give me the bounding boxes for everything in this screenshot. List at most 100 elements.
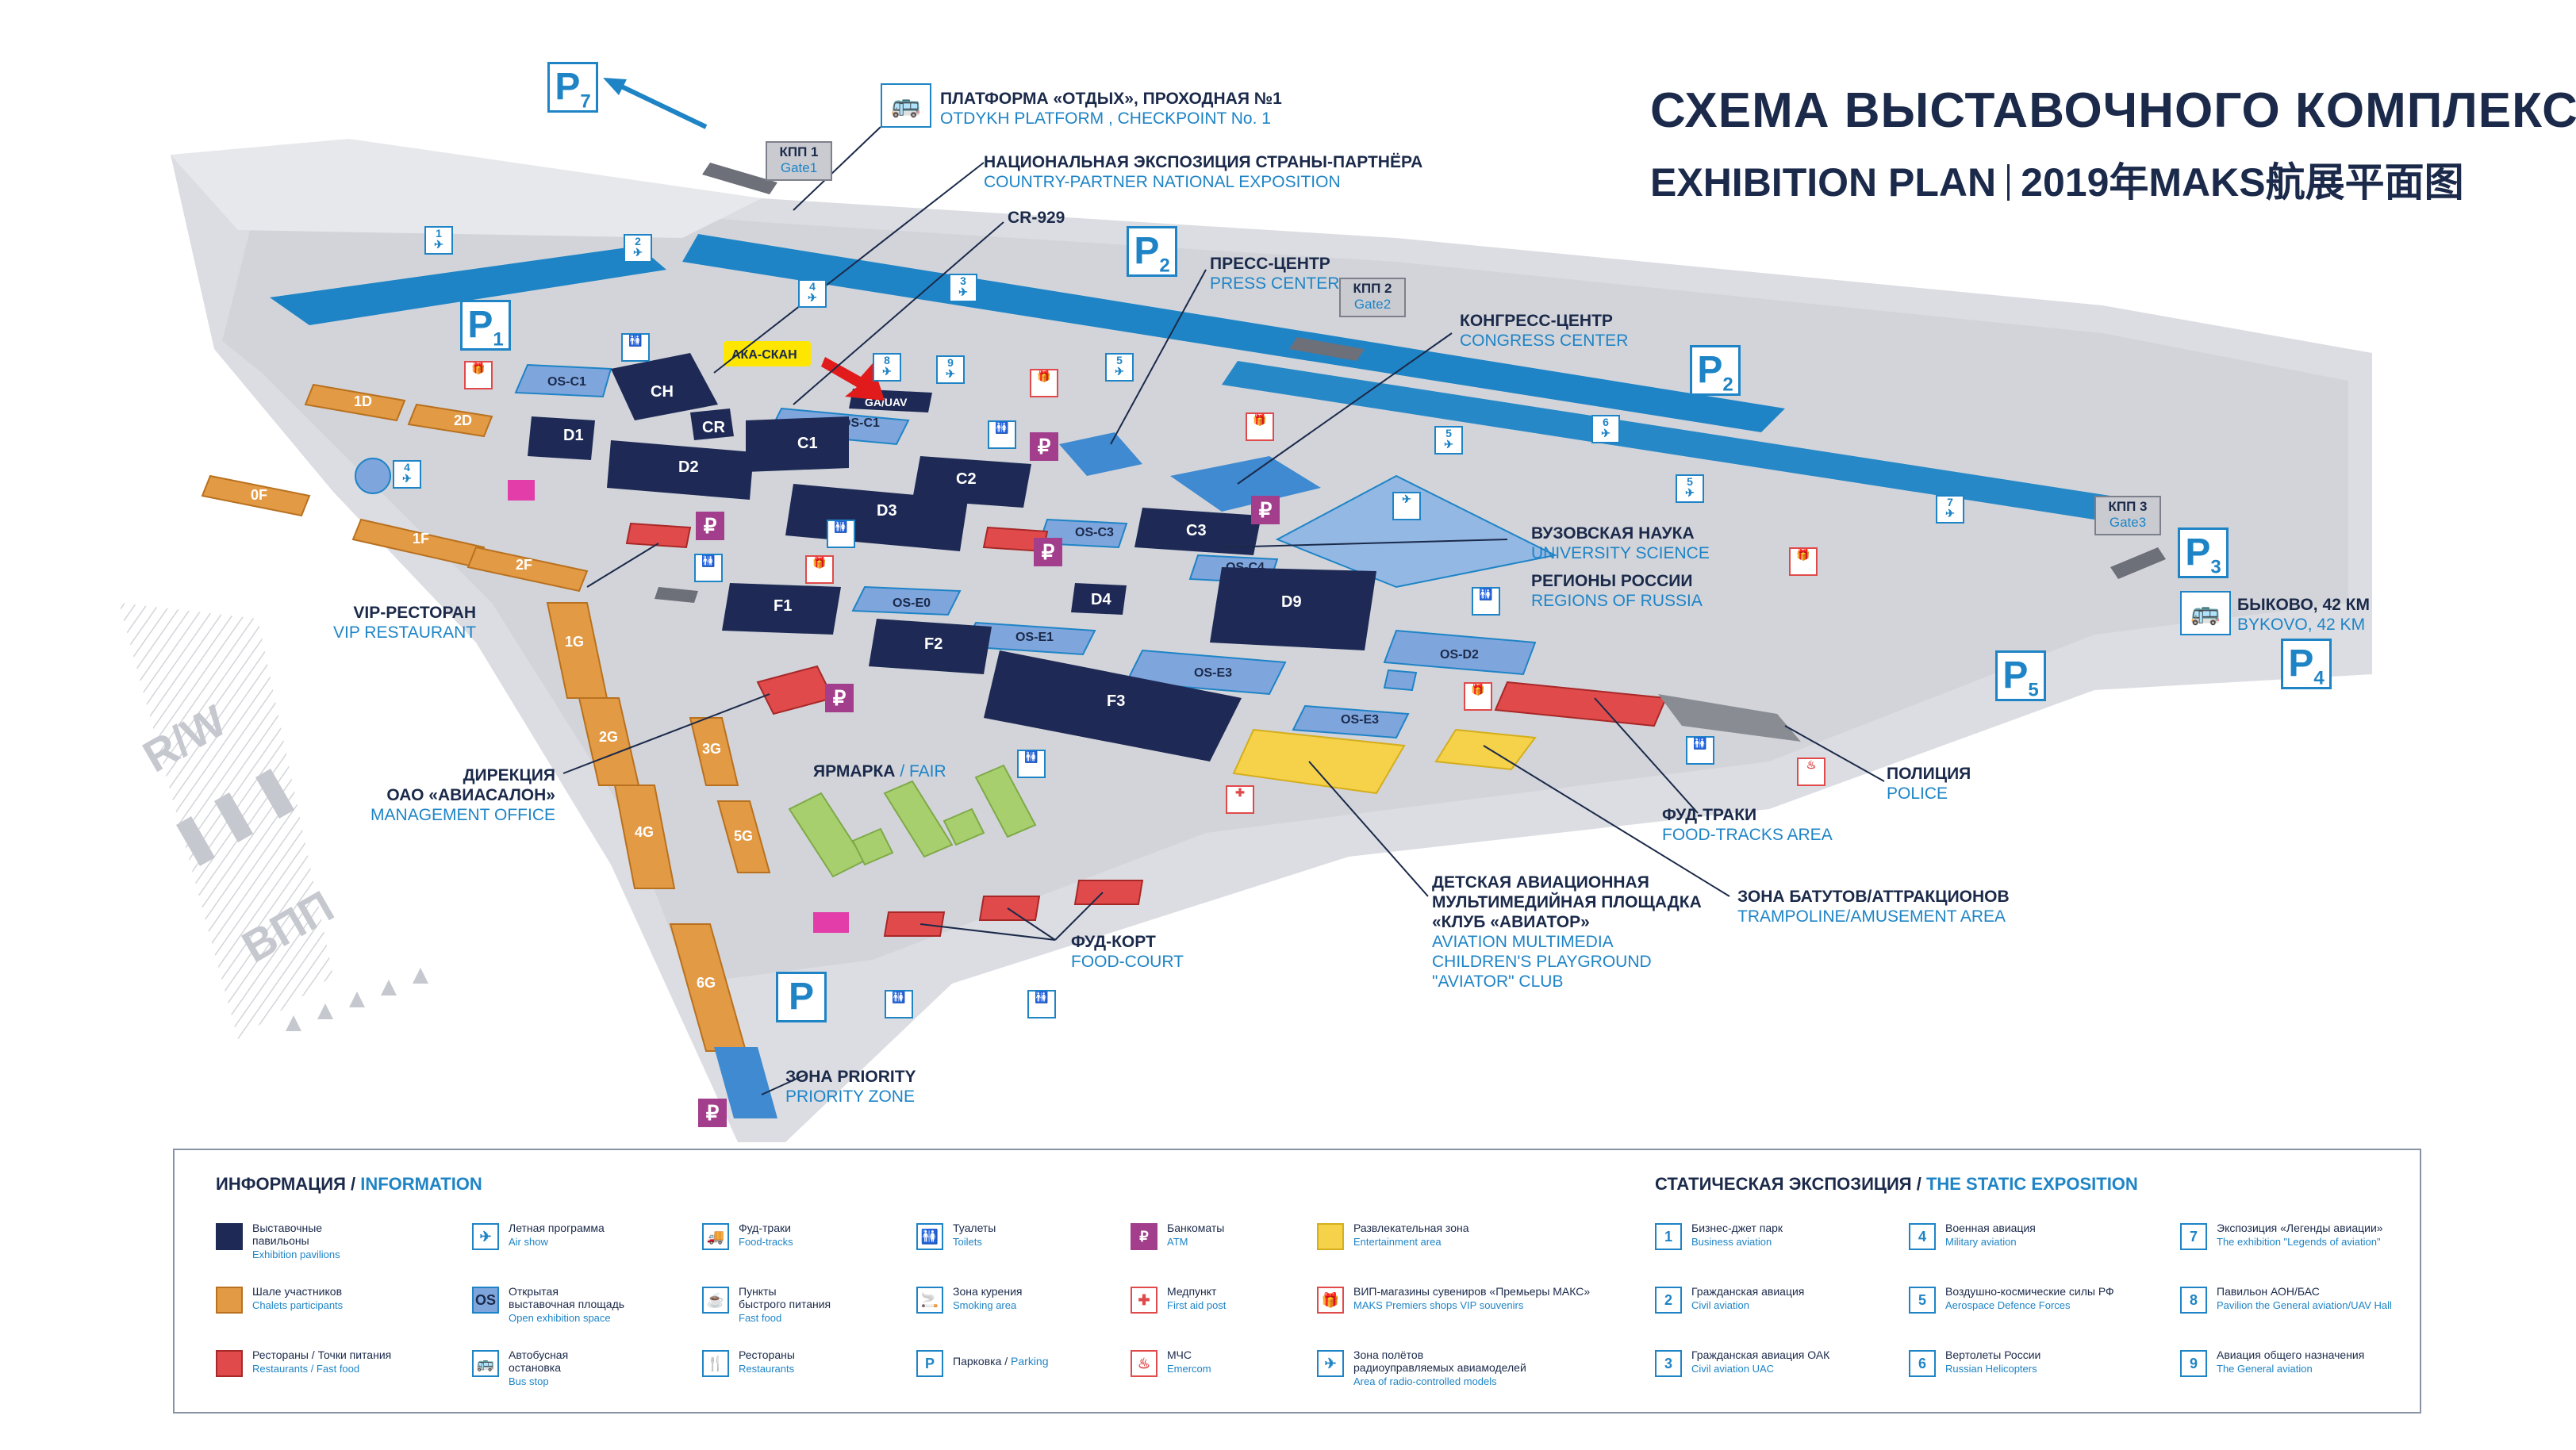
atm-marker-4[interactable]: ₽ xyxy=(825,684,854,712)
static-marker-5c[interactable]: 5✈ xyxy=(1676,474,1704,503)
static-7-icon: 7 xyxy=(2180,1223,2207,1250)
svg-text:OS-E1: OS-E1 xyxy=(1015,631,1054,644)
rc-model-icon: ✈ xyxy=(1317,1350,1344,1377)
first-aid-icon: ✚ xyxy=(1131,1287,1157,1314)
static-marker-9[interactable]: 9✈ xyxy=(936,355,965,384)
parking-p3[interactable]: P3 xyxy=(2178,527,2229,578)
svg-text:CH: CH xyxy=(651,383,674,401)
gift-icon[interactable]: 🎁 xyxy=(464,361,493,389)
runway-arrows xyxy=(286,968,428,1031)
atm-marker-1[interactable]: ₽ xyxy=(1030,432,1058,461)
atm-marker-3[interactable]: ₽ xyxy=(696,512,724,540)
toilet-marker[interactable]: 🚻 xyxy=(1027,990,1056,1018)
chalet-box-icon xyxy=(216,1287,243,1314)
svg-text:0F: 0F xyxy=(251,487,267,503)
emercom-icon[interactable]: ♨ xyxy=(1797,758,1825,786)
static-9-icon: 9 xyxy=(2180,1350,2207,1377)
parking-p1[interactable]: P1 xyxy=(460,300,511,351)
toilet-marker[interactable]: 🚻 xyxy=(885,990,913,1018)
fair-label: ЯРМАРКА / FAIR xyxy=(813,762,946,781)
pavilion-box-icon xyxy=(216,1223,243,1250)
svg-text:C3: C3 xyxy=(1186,522,1207,539)
legend-item-vip-shops: 🎁ВИП-магазины сувениров «Премьеры МАКС»M… xyxy=(1317,1285,1650,1326)
static-marker-4a[interactable]: 4✈ xyxy=(798,279,827,308)
exhibition-map: R/W ВПП OS-C1 OS-C1 OS-C3 OS-C4 OS-E0 OS… xyxy=(119,78,2372,1142)
subtitle-divider xyxy=(2007,164,2010,201)
static-2-icon: 2 xyxy=(1655,1287,1682,1314)
svg-text:2G: 2G xyxy=(599,729,618,745)
svg-text:OS-E3: OS-E3 xyxy=(1194,666,1232,680)
parking-p2-east[interactable]: P2 xyxy=(1690,345,1741,396)
kiosk-2 xyxy=(813,912,849,933)
parking-south[interactable]: P xyxy=(776,972,827,1022)
aka-scan-arrow xyxy=(821,357,885,401)
toilet-marker[interactable]: 🚻 xyxy=(988,420,1016,449)
air-show-icon: ✈ xyxy=(472,1223,499,1250)
open-space-icon: OS xyxy=(472,1287,499,1314)
static-marker-4b[interactable]: 4✈ xyxy=(393,460,421,489)
parking-p4[interactable]: P4 xyxy=(2281,639,2332,689)
atm-marker-5[interactable]: ₽ xyxy=(1034,538,1062,566)
gift-icon[interactable]: 🎁 xyxy=(1464,682,1492,711)
gift-icon[interactable]: 🎁 xyxy=(1030,369,1058,397)
static-marker-3[interactable]: 3✈ xyxy=(949,274,977,302)
emercom-icon: ♨ xyxy=(1131,1350,1157,1377)
static-marker-5a[interactable]: 5✈ xyxy=(1105,353,1134,382)
static-4-icon: 4 xyxy=(1909,1223,1936,1250)
gift-icon[interactable]: 🎁 xyxy=(1789,547,1818,576)
toilet-marker[interactable]: 🚻 xyxy=(827,520,855,548)
runway-markings xyxy=(176,769,295,866)
toilet-marker[interactable]: 🚻 xyxy=(1686,736,1714,765)
parking-icon: P xyxy=(916,1350,943,1377)
rc-model-icon[interactable]: ✈ xyxy=(1392,492,1421,520)
static-marker-6[interactable]: 6✈ xyxy=(1591,415,1620,443)
legend-info-title: ИНФОРМАЦИЯ / INFORMATION xyxy=(216,1174,482,1194)
gift-icon[interactable]: 🎁 xyxy=(805,555,834,584)
static-marker-1[interactable]: 1✈ xyxy=(424,226,453,255)
svg-text:F2: F2 xyxy=(924,635,942,653)
trampoline-area xyxy=(1434,728,1537,771)
svg-text:6G: 6G xyxy=(697,975,716,991)
toilet-marker[interactable]: 🚻 xyxy=(1472,587,1500,616)
toilet-icon: 🚻 xyxy=(916,1223,943,1250)
gift-icon[interactable]: 🎁 xyxy=(1246,412,1274,441)
static-marker-5b[interactable]: 5✈ xyxy=(1434,426,1463,455)
page-title: СХЕМА ВЫСТАВОЧНОГО КОМПЛЕКСА xyxy=(1650,83,2576,138)
atm-marker-6[interactable]: ₽ xyxy=(698,1099,727,1127)
priority-zone-building xyxy=(714,1047,777,1118)
static-marker-2[interactable]: 2✈ xyxy=(624,234,652,263)
static-marker-8[interactable]: 8✈ xyxy=(873,353,901,382)
toilet-marker[interactable]: 🚻 xyxy=(1017,750,1046,778)
toilet-marker[interactable]: 🚻 xyxy=(621,333,650,362)
parking-p5[interactable]: P5 xyxy=(1995,650,2046,701)
static-8-icon: 8 xyxy=(2180,1287,2207,1314)
static-marker-7[interactable]: 7✈ xyxy=(1936,495,1964,524)
atm-marker-2[interactable]: ₽ xyxy=(1251,496,1280,524)
toilet-marker[interactable]: 🚻 xyxy=(694,554,723,582)
pavilion-labels: CH CR C1 C2 C3 D1 D2 D3 D4 D9 F1 F2 F3 xyxy=(563,383,1302,710)
smoking-icon: 🚬 xyxy=(916,1287,943,1314)
kiosk-1 xyxy=(508,480,535,501)
parking-p7[interactable]: P7 xyxy=(547,62,598,113)
parking-p2-north[interactable]: P2 xyxy=(1127,226,1177,277)
svg-text:D2: D2 xyxy=(678,458,699,476)
gray-structures xyxy=(655,163,2166,603)
first-aid-icon[interactable]: ✚ xyxy=(1226,785,1254,814)
svg-text:2F: 2F xyxy=(516,557,532,573)
